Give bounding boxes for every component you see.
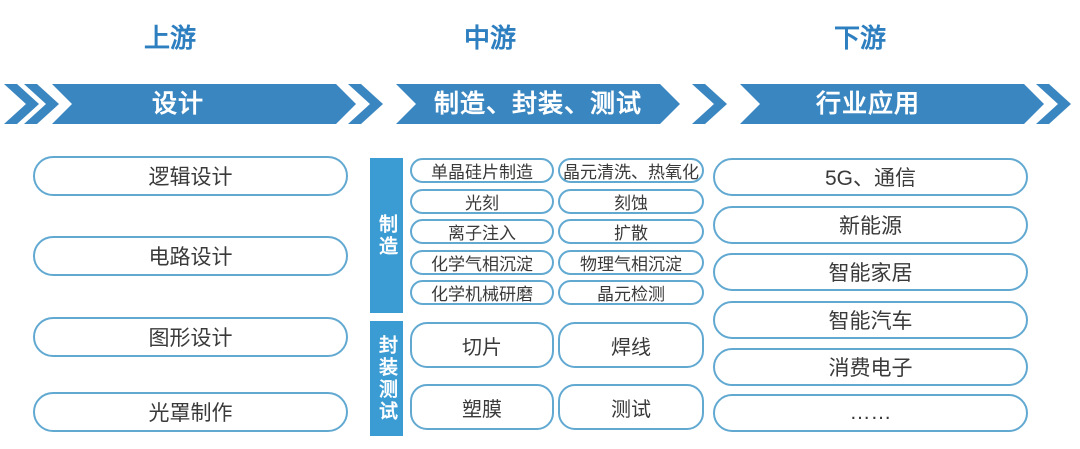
tab-manufacturing: 制造	[370, 158, 403, 313]
mfg-step-diffusion: 扩散	[558, 219, 704, 244]
mfg-step-wafer-production: 单晶硅片制造	[410, 158, 554, 183]
mfg-step-cmp: 化学机械研磨	[410, 280, 554, 305]
upstream-item-logic-design: 逻辑设计	[33, 156, 348, 196]
ribbon-label-design: 设计	[151, 90, 204, 118]
ribbon-segment-design	[52, 84, 356, 124]
upstream-item-circuit-design: 电路设计	[33, 236, 348, 276]
upstream-item-graphic-design: 图形设计	[33, 317, 348, 357]
downstream-item-5g-communication: 5G、通信	[713, 158, 1028, 196]
ribbon-segment-application	[740, 84, 1044, 124]
process-ribbon: 设计 制造、封装、测试 行业应用	[0, 84, 1080, 124]
ribbon-segment-manufacture	[396, 84, 680, 124]
mfg-step-photolithography: 光刻	[410, 189, 554, 214]
chevron-icon	[4, 84, 39, 124]
chevron-icon	[24, 84, 59, 124]
mfg-step-cleaning-oxidation: 晶元清洗、热氧化	[558, 158, 704, 183]
pkg-step-dicing: 切片	[410, 322, 554, 368]
downstream-item-smart-car: 智能汽车	[713, 301, 1028, 339]
tab-packaging-testing: 封装测试	[370, 321, 403, 436]
pkg-step-wire-bonding: 焊线	[558, 322, 704, 368]
ribbon-label-manufacture: 制造、封装、测试	[433, 90, 642, 118]
ribbon-label-application: 行业应用	[815, 90, 920, 118]
stage-label-midstream: 中游	[463, 23, 516, 53]
mfg-step-wafer-inspection: 晶元检测	[558, 280, 704, 305]
downstream-item-new-energy: 新能源	[713, 206, 1028, 244]
upstream-item-photomask: 光罩制作	[33, 392, 348, 432]
mfg-step-cvd: 化学气相沉淀	[410, 250, 554, 275]
pkg-step-molding: 塑膜	[410, 384, 554, 430]
mfg-step-pvd: 物理气相沉淀	[558, 250, 704, 275]
chevron-icon	[1036, 84, 1071, 124]
downstream-item-smart-home: 智能家居	[713, 253, 1028, 291]
chevron-icon	[348, 84, 383, 124]
stage-label-downstream: 下游	[833, 23, 886, 53]
ribbon-chevrons-graphic	[4, 84, 1071, 124]
downstream-item-consumer-electronics: 消费电子	[713, 348, 1028, 386]
stage-label-upstream: 上游	[143, 23, 196, 53]
mfg-step-etching: 刻蚀	[558, 189, 704, 214]
mfg-step-ion-implantation: 离子注入	[410, 219, 554, 244]
pkg-step-testing: 测试	[558, 384, 704, 430]
downstream-item-ellipsis: ……	[713, 394, 1028, 432]
chevron-icon	[692, 84, 727, 124]
